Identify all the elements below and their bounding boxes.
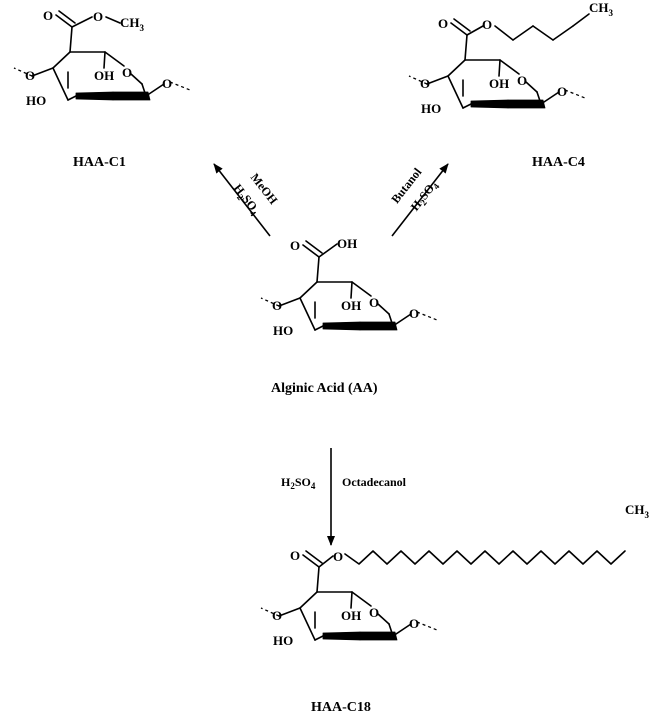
arrow-to-haa-c4 <box>391 163 449 237</box>
h2so4-reagent-c18: H2SO4 <box>281 475 316 491</box>
ring-oxygen-label: O <box>122 65 132 80</box>
haa-c1-label: HAA-C1 <box>73 155 126 170</box>
methyl-label: CH3 <box>625 502 650 520</box>
linkage-oxygen-right: O <box>409 306 419 321</box>
haa-c4-label: HAA-C4 <box>532 155 585 170</box>
methyl-label: CH3 <box>589 0 614 18</box>
linkage-oxygen-left: O <box>272 608 282 623</box>
carbonyl-oxygen-label: O <box>290 548 300 563</box>
ring-oxygen-label: O <box>517 73 527 88</box>
haa-c1-structure: O O CH3 O O O OH HO <box>13 8 191 108</box>
linkage-oxygen-right: O <box>557 84 567 99</box>
haa-c18-structure: O O CH3 O O O OH HO <box>260 502 650 648</box>
haa-c4-structure: O O CH3 O O O OH HO <box>408 0 614 116</box>
linkage-oxygen-left: O <box>25 68 35 83</box>
linkage-oxygen-left: O <box>272 298 282 313</box>
ring-hydroxyl-label: OH <box>489 76 509 91</box>
linkage-oxygen-right: O <box>162 76 172 91</box>
acid-hydroxyl-label: OH <box>337 236 357 251</box>
arrow-to-haa-c1 <box>213 163 271 237</box>
left-hydroxyl-label: HO <box>421 101 441 116</box>
ester-oxygen-label: O <box>482 17 492 32</box>
haa-c18-label: HAA-C18 <box>311 700 371 715</box>
octadecanol-reagent: Octadecanol <box>342 475 407 489</box>
left-hydroxyl-label: HO <box>273 633 293 648</box>
left-hydroxyl-label: HO <box>26 93 46 108</box>
ring-hydroxyl-label: OH <box>94 68 114 83</box>
ring-hydroxyl-label: OH <box>341 608 361 623</box>
alginic-acid-structure: O OH O O O OH HO <box>260 236 438 338</box>
ring-hydroxyl-label: OH <box>341 298 361 313</box>
left-hydroxyl-label: HO <box>273 323 293 338</box>
alginic-acid-label: Alginic Acid (AA) <box>271 381 378 396</box>
ester-oxygen-label: O <box>333 549 343 564</box>
methyl-label: CH3 <box>120 15 145 33</box>
ring-oxygen-label: O <box>369 295 379 310</box>
ring-oxygen-label: O <box>369 605 379 620</box>
carbonyl-oxygen-label: O <box>43 8 53 23</box>
linkage-oxygen-left: O <box>420 76 430 91</box>
linkage-oxygen-right: O <box>409 616 419 631</box>
carbonyl-oxygen-label: O <box>290 238 300 253</box>
carbonyl-oxygen-label: O <box>438 16 448 31</box>
ester-oxygen-label: O <box>93 9 103 24</box>
